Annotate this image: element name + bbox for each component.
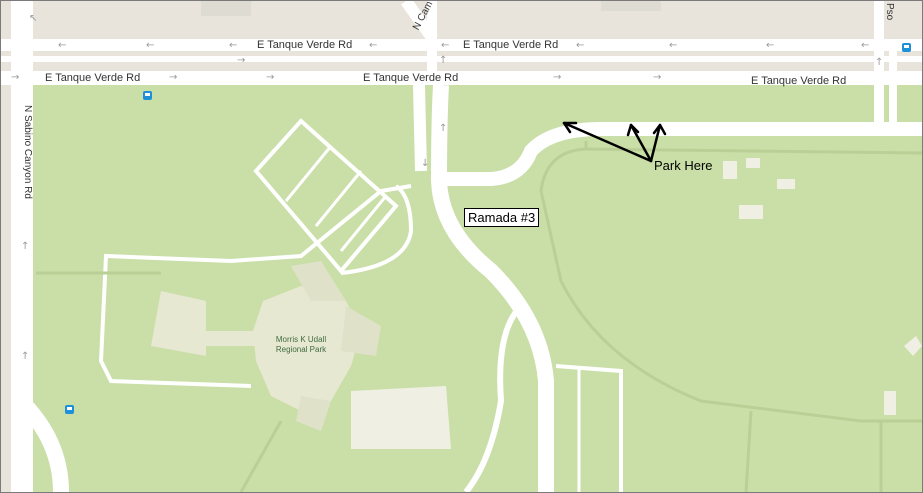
- arrow-icon: →: [169, 72, 177, 83]
- arrow-icon: ↑: [439, 123, 447, 134]
- bus-stop-icon[interactable]: [143, 91, 152, 100]
- annotation-arrows: [562, 121, 667, 163]
- building: [291, 261, 346, 301]
- road-label-tanque-verde-south: E Tanque Verde Rd: [751, 75, 847, 87]
- road-sabino-canyon: [11, 1, 33, 492]
- building: [341, 306, 381, 356]
- arrow-icon: →: [266, 72, 274, 83]
- road-label-pso: Pso: [884, 3, 895, 21]
- arrow-icon: ↑: [439, 55, 447, 66]
- road-label-tanque-verde-south: E Tanque Verde Rd: [45, 72, 141, 84]
- arrow-icon: [652, 123, 667, 136]
- road-park-main: [430, 84, 554, 492]
- park-name-label: Morris K Udall Regional Park: [275, 335, 327, 354]
- building: [151, 291, 206, 356]
- building-main: [253, 286, 361, 411]
- building-small: [777, 179, 795, 189]
- arrow-icon: →: [553, 72, 561, 83]
- direction-arrows: ← ← ← ← ← ← ← ← ← → → → → → → ↑ ↑ ↑ ↓ ↑ …: [11, 13, 883, 362]
- path-park-west: [98, 184, 412, 388]
- arrow-icon: ←: [369, 40, 377, 51]
- road-tanque-verde-south: [1, 71, 922, 85]
- path-south-east: [555, 364, 623, 492]
- bus-stop-icon[interactable]: [902, 43, 911, 52]
- park-area: [1, 85, 922, 492]
- park-here-annotation: Park Here: [654, 158, 713, 173]
- path-park-loop: [340, 184, 414, 275]
- bus-stop-icon[interactable]: [65, 405, 74, 414]
- building-small: [723, 161, 737, 179]
- arrow-icon: ←: [58, 40, 66, 51]
- ramada-annotation: Ramada #3: [464, 208, 540, 227]
- arrow-icon: →: [11, 72, 19, 83]
- ball-field-line: [314, 170, 363, 227]
- arrow-icon: ←: [576, 40, 584, 51]
- road-park-west-entry: [413, 84, 427, 172]
- arrow-icon: [626, 123, 640, 137]
- building-connector: [206, 331, 256, 346]
- building-small: [746, 158, 760, 168]
- road-label-tanque-verde-north: E Tanque Verde Rd: [463, 39, 559, 51]
- arrow-icon: ↖: [29, 13, 37, 24]
- building-small: [904, 336, 922, 356]
- urban-strip-west: [1, 85, 11, 492]
- arrow-icon: ←: [441, 40, 449, 51]
- road-frontage: [1, 56, 922, 62]
- arrow-icon: ↑: [21, 351, 29, 362]
- building-small: [739, 205, 763, 219]
- building: [296, 396, 331, 431]
- road-label-sabino-canyon: N Sabino Canyon Rd: [22, 105, 33, 199]
- building-pool: [351, 386, 451, 449]
- path-east-top: [585, 147, 922, 155]
- road-curve-southwest: [15, 395, 69, 492]
- arrow-icon: [629, 123, 653, 163]
- building-small: [884, 391, 896, 415]
- arrow-icon: [562, 121, 653, 163]
- road-n-cam-vertical: [427, 1, 437, 85]
- arrow-icon: [562, 121, 578, 134]
- arrow-icon: →: [653, 72, 661, 83]
- arrow-icon: ←: [766, 40, 774, 51]
- path-east: [539, 141, 922, 423]
- arrow-icon: ←: [861, 40, 869, 51]
- urban-building: [201, 1, 251, 16]
- arrow-icon: ←: [146, 40, 154, 51]
- arrow-icon: ↑: [875, 57, 883, 68]
- arrow-icon: ↓: [421, 158, 429, 169]
- ball-field-line: [339, 195, 388, 252]
- arrow-icon: ←: [229, 40, 237, 51]
- arrow-icon: ←: [669, 40, 677, 51]
- road-label-tanque-verde-south: E Tanque Verde Rd: [363, 72, 459, 84]
- road-pso-2: [889, 41, 897, 131]
- arrow-icon: [649, 123, 662, 163]
- path-green: [239, 420, 283, 492]
- road-tanque-verde-north: [1, 39, 922, 51]
- path-green: [744, 410, 753, 492]
- ball-field: [253, 118, 399, 275]
- arrow-icon: ↑: [21, 241, 29, 252]
- road-pso: [874, 1, 884, 131]
- path-south-curve: [463, 303, 524, 492]
- arrow-icon: →: [237, 55, 245, 66]
- urban-building: [601, 1, 661, 11]
- ball-field-line: [284, 145, 333, 202]
- road-label-tanque-verde-north: E Tanque Verde Rd: [257, 39, 353, 51]
